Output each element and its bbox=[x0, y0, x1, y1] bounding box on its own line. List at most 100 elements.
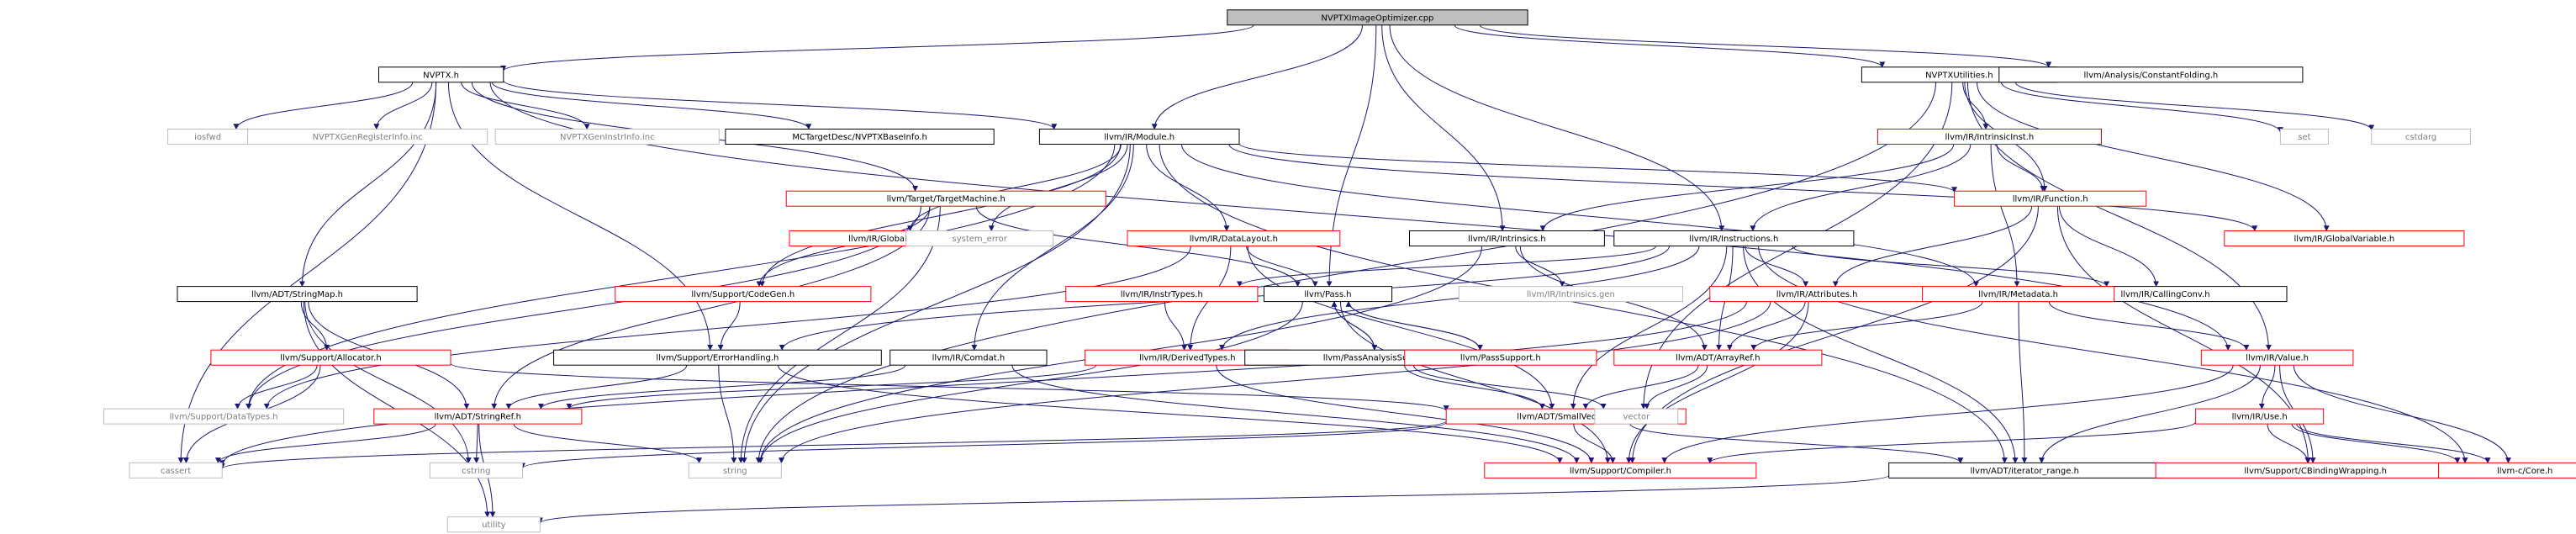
edge-module-to-codegen bbox=[759, 144, 1122, 288]
node-box-baseinfo bbox=[725, 129, 995, 145]
node-box-datalayout bbox=[1127, 230, 1341, 246]
node-label-cstdarg: cstdarg bbox=[2405, 133, 2436, 142]
node-metadata[interactable]: llvm/IR/Metadata.h bbox=[1922, 286, 2115, 303]
edge-passanalysis-to-smallvector bbox=[1404, 365, 1545, 410]
edge-stringref-to-string bbox=[513, 423, 702, 464]
edge-nvptxh-to-module bbox=[503, 79, 1058, 130]
edge-stringref-to-cassert bbox=[214, 423, 436, 464]
node-box-vector bbox=[1594, 408, 1679, 425]
edge-root-to-pass bbox=[1326, 24, 1377, 288]
node-codegen[interactable]: llvm/Support/CodeGen.h bbox=[615, 286, 872, 303]
edge-nvptxh-to-errorhandling bbox=[447, 82, 714, 351]
edge-intrinsics-to-intrinsicsgen bbox=[1515, 246, 1565, 288]
node-label-arrayref: llvm/ADT/ArrayRef.h bbox=[1676, 354, 1760, 363]
edge-instructions-to-smallvector bbox=[1570, 246, 1728, 410]
node-box-errorhandling bbox=[553, 349, 882, 366]
edge-errorhandling-to-string bbox=[718, 365, 737, 464]
node-constfold[interactable]: llvm/Analysis/ConstantFolding.h bbox=[1998, 66, 2304, 83]
node-targetmachine[interactable]: llvm/Target/TargetMachine.h bbox=[785, 190, 1106, 207]
node-instructions[interactable]: llvm/IR/Instructions.h bbox=[1613, 230, 1855, 246]
edge-nvptxutil-to-globalvariable bbox=[1977, 82, 2330, 232]
node-box-comdat bbox=[889, 349, 1048, 366]
edge-nvptxh-to-stringmap bbox=[298, 82, 437, 288]
edge-use-to-cbinding bbox=[2267, 424, 2311, 464]
edge-pass-to-string bbox=[757, 301, 1303, 464]
node-label-module: llvm/IR/Module.h bbox=[1104, 133, 1175, 142]
node-box-codegen bbox=[615, 286, 872, 303]
node-baseinfo[interactable]: MCTargetDesc/NVPTXBaseInfo.h bbox=[725, 129, 995, 145]
node-intrinsics[interactable]: llvm/IR/Intrinsics.h bbox=[1409, 230, 1605, 246]
node-module[interactable]: llvm/IR/Module.h bbox=[1038, 129, 1240, 145]
edge-module-to-iterrange bbox=[1159, 144, 2008, 464]
node-globalvariable[interactable]: llvm/IR/GlobalVariable.h bbox=[2224, 230, 2465, 246]
node-vector: vector bbox=[1594, 408, 1679, 425]
node-passsupport[interactable]: llvm/PassSupport.h bbox=[1404, 349, 1597, 366]
node-box-arrayref bbox=[1613, 349, 1823, 366]
node-box-targetmachine bbox=[785, 190, 1106, 207]
node-box-function bbox=[1954, 190, 2147, 207]
edge-codegen-to-errorhandling bbox=[717, 301, 741, 351]
node-box-intrinsicsgen bbox=[1458, 286, 1684, 303]
edge-comdat-to-stringref bbox=[538, 364, 906, 410]
edge-intrinsicinst-to-instructions bbox=[1750, 144, 1972, 232]
node-box-intrinsics bbox=[1409, 230, 1605, 246]
node-root[interactable]: NVPTXImageOptimizer.cpp bbox=[1227, 9, 1528, 26]
node-box-allocator bbox=[210, 349, 451, 366]
edge-passsupport-to-pass bbox=[1345, 300, 1481, 351]
edge-root-to-intrinsics bbox=[1381, 24, 1506, 232]
node-intrinsicinst[interactable]: llvm/IR/IntrinsicInst.h bbox=[1877, 129, 2102, 145]
edge-metadata-to-arrayref bbox=[1750, 301, 1983, 351]
edge-nvptxutil-to-value bbox=[1966, 82, 2272, 351]
node-allocator[interactable]: llvm/Support/Allocator.h bbox=[210, 349, 451, 366]
node-instrtypes[interactable]: llvm/IR/InstrTypes.h bbox=[1065, 286, 1259, 303]
edge-stringref-to-cstring bbox=[473, 424, 480, 464]
edge-nvptxh-to-iosfwd bbox=[233, 82, 414, 130]
node-compiler[interactable]: llvm/Support/Compiler.h bbox=[1484, 462, 1757, 478]
node-intrinsicsgen: llvm/IR/Intrinsics.gen bbox=[1458, 286, 1684, 303]
node-box-ccore bbox=[2438, 462, 2576, 478]
node-nvptxh[interactable]: NVPTX.h bbox=[378, 66, 504, 83]
node-value[interactable]: llvm/IR/Value.h bbox=[2200, 349, 2354, 366]
node-arrayref[interactable]: llvm/ADT/ArrayRef.h bbox=[1613, 349, 1823, 366]
edge-root-to-module bbox=[1151, 24, 1363, 130]
node-box-compiler bbox=[1484, 462, 1757, 478]
node-ccore[interactable]: llvm-c/Core.h bbox=[2438, 462, 2576, 478]
node-box-set bbox=[2279, 129, 2329, 145]
node-stringmap[interactable]: llvm/ADT/StringMap.h bbox=[177, 286, 418, 303]
node-pass[interactable]: llvm/Pass.h bbox=[1264, 286, 1393, 303]
node-label-vector: vector bbox=[1623, 413, 1651, 422]
edge-nvptxh-to-instrinfo bbox=[461, 82, 590, 130]
node-box-regsinfo bbox=[247, 129, 488, 145]
edge-root-to-constfold bbox=[1479, 24, 2052, 68]
node-label-function: llvm/IR/Function.h bbox=[2013, 195, 2088, 204]
node-stringref[interactable]: llvm/ADT/StringRef.h bbox=[373, 408, 583, 425]
node-label-nvptxutil: NVPTXUtilities.h bbox=[1925, 71, 1993, 80]
node-label-ccore: llvm-c/Core.h bbox=[2497, 467, 2552, 476]
node-label-constfold: llvm/Analysis/ConstantFolding.h bbox=[2084, 71, 2219, 80]
node-errorhandling[interactable]: llvm/Support/ErrorHandling.h bbox=[553, 349, 882, 366]
node-label-pass: llvm/Pass.h bbox=[1304, 290, 1351, 299]
node-label-iosfwd: iosfwd bbox=[194, 133, 221, 142]
node-label-system_error: system_error bbox=[953, 235, 1008, 244]
node-iterrange[interactable]: llvm/ADT/iterator_range.h bbox=[1888, 462, 2162, 478]
edge-intrinsicinst-to-function bbox=[1996, 144, 2046, 192]
node-label-codegen: llvm/Support/CodeGen.h bbox=[691, 290, 794, 299]
edge-attributes-to-arrayref bbox=[1726, 301, 1806, 351]
node-use[interactable]: llvm/IR/Use.h bbox=[2195, 408, 2325, 425]
node-box-instrtypes bbox=[1065, 286, 1259, 303]
edge-module-to-system_error bbox=[988, 144, 1128, 232]
edge-attributes-to-cassert bbox=[219, 301, 1747, 467]
node-label-use: llvm/IR/Use.h bbox=[2232, 413, 2288, 422]
node-cbinding[interactable]: llvm/Support/CBindingWrapping.h bbox=[2155, 462, 2476, 478]
edge-datalayout-to-pass bbox=[1246, 246, 1318, 288]
edge-stringmap-to-cstring bbox=[304, 301, 472, 464]
edge-pass-to-compiler bbox=[1339, 301, 1611, 464]
node-datalayout[interactable]: llvm/IR/DataLayout.h bbox=[1127, 230, 1341, 246]
node-function[interactable]: llvm/IR/Function.h bbox=[1954, 190, 2147, 207]
node-comdat[interactable]: llvm/IR/Comdat.h bbox=[889, 349, 1048, 366]
edge-derivedtypes-to-stringref bbox=[566, 364, 1097, 410]
node-label-datalayout: llvm/IR/DataLayout.h bbox=[1190, 235, 1278, 244]
edge-passanalysis-to-vector bbox=[1412, 365, 1607, 410]
node-attributes[interactable]: llvm/IR/Attributes.h bbox=[1709, 286, 1925, 303]
